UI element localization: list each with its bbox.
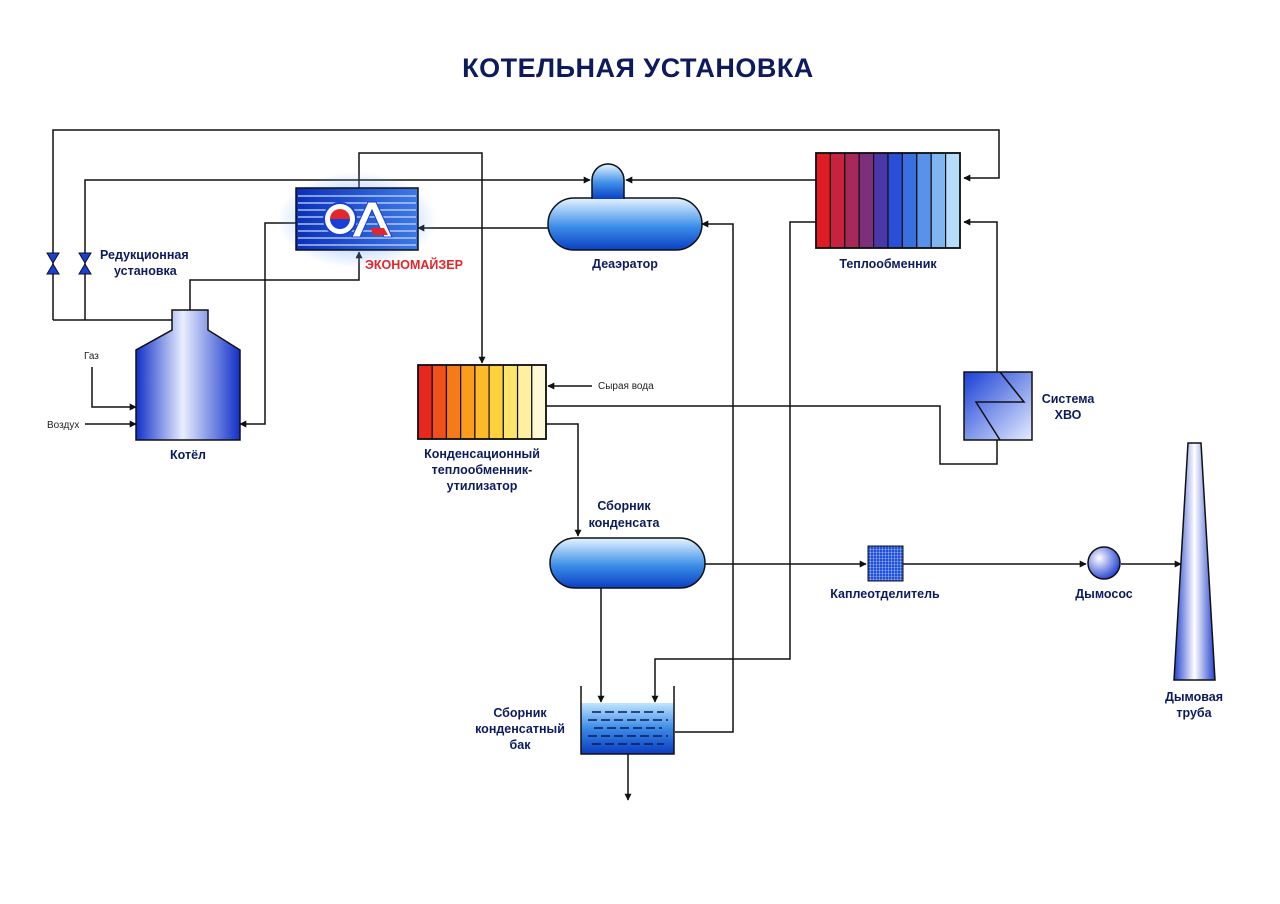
chimney-label: Дымовая xyxy=(1165,690,1223,704)
exchanger-stripe xyxy=(916,152,932,249)
chimney-label-2: труба xyxy=(1176,706,1212,720)
tank-label-2: конденсатный xyxy=(475,722,565,736)
valve-icon xyxy=(46,252,60,275)
exchanger-stripe xyxy=(815,152,831,249)
collector-label-2: конденсата xyxy=(589,516,661,530)
condensing-hx-label-3: утилизатор xyxy=(447,479,518,493)
economizer xyxy=(277,172,437,268)
condensate-tank xyxy=(580,686,675,755)
exchanger-stripe xyxy=(531,364,547,440)
exhauster-label: Дымосос xyxy=(1075,587,1133,601)
exchanger-stripe xyxy=(930,152,947,249)
deaerator-label: Деаэратор xyxy=(592,257,658,271)
exchanger-stripe xyxy=(858,152,875,249)
fan-icon xyxy=(1087,546,1121,580)
reduction-unit-label: Редукционная xyxy=(100,248,189,262)
exchanger-frame xyxy=(815,152,961,249)
condensing-heat-exchanger xyxy=(417,364,547,440)
heat-exchanger-label: Теплообменник xyxy=(839,257,937,271)
condensing-hx-label: Конденсационный xyxy=(424,447,540,461)
exchanger-stripe xyxy=(944,152,961,249)
valve-icon xyxy=(78,252,92,275)
water-treatment-system xyxy=(963,371,1033,441)
diagram-title: КОТЕЛЬНАЯ УСТАНОВКА xyxy=(462,53,814,83)
hvo-label: Система xyxy=(1042,392,1096,406)
condensate-collector xyxy=(549,537,706,589)
raw-water-label: Сырая вода xyxy=(598,381,654,392)
boiler-label: Котёл xyxy=(170,448,206,462)
exchanger-stripe xyxy=(829,152,846,249)
condensing-hx-label-2: теплообменник- xyxy=(432,463,533,477)
droplet-separator-label: Каплеотделитель xyxy=(830,587,940,601)
exchanger-stripe xyxy=(502,364,519,440)
exchanger-frame xyxy=(417,364,547,440)
collector-label: Сборник xyxy=(597,499,651,513)
tank-label-3: бак xyxy=(510,738,532,752)
exchanger-stripe xyxy=(445,364,462,440)
hvo-label-2: ХВО xyxy=(1055,408,1082,422)
exchanger-stripe xyxy=(516,364,533,440)
exchanger-stripe xyxy=(887,152,903,249)
deaerator xyxy=(547,163,703,251)
exchanger-stripe xyxy=(460,364,476,440)
heat-exchanger xyxy=(815,152,961,249)
exchanger-stripe xyxy=(431,364,448,440)
tank-label: Сборник xyxy=(493,706,547,720)
reduction-unit-label-2: установка xyxy=(114,264,178,278)
exchanger-stripe xyxy=(488,364,504,440)
economizer-label: ЭКОНОМАЙЗЕР xyxy=(365,257,463,272)
boiler xyxy=(135,309,241,441)
exchanger-stripe xyxy=(844,152,860,249)
exchanger-stripe xyxy=(872,152,889,249)
exchanger-stripe xyxy=(474,364,490,440)
exchanger-stripe xyxy=(417,364,433,440)
gas-label: Газ xyxy=(84,351,99,362)
chimney xyxy=(1173,442,1216,681)
company-logo-icon xyxy=(323,201,393,238)
air-label: Воздух xyxy=(47,420,79,431)
droplet-separator xyxy=(867,545,904,582)
exchanger-stripe xyxy=(901,152,918,249)
